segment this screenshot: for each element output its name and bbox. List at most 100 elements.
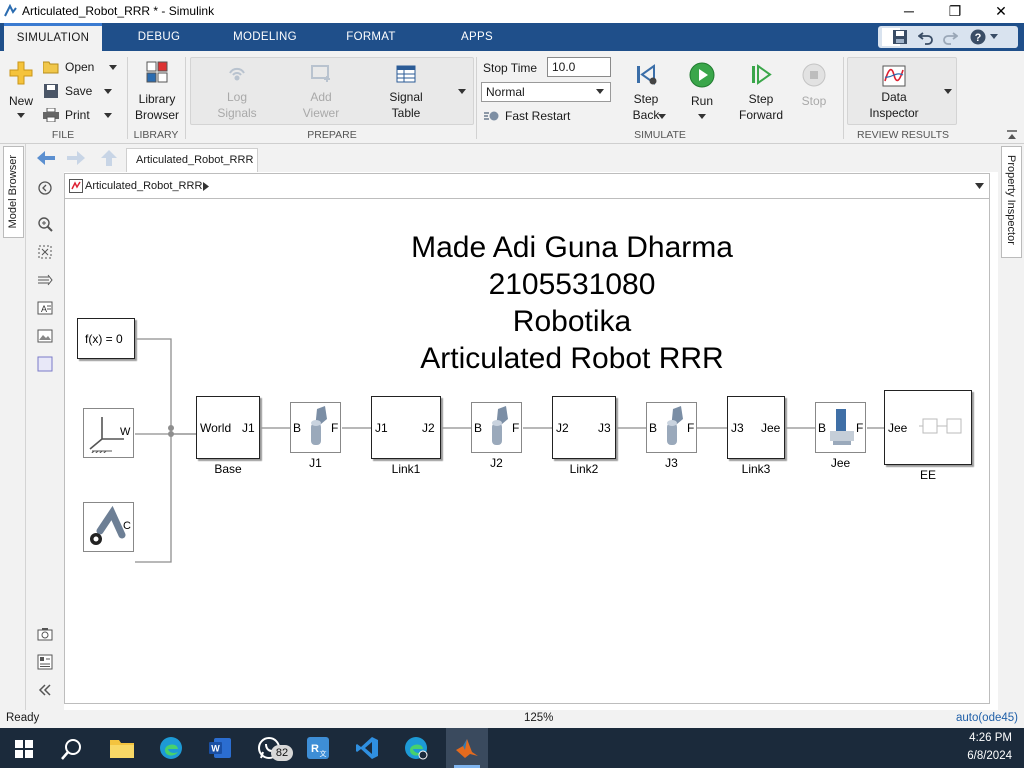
fit-to-view-icon[interactable] xyxy=(37,244,53,260)
forward-arrow-icon[interactable] xyxy=(66,150,86,166)
minimize-icon: ─ xyxy=(904,3,914,19)
table-icon xyxy=(396,65,416,83)
breadcrumb[interactable]: Articulated_Robot_RRR xyxy=(85,180,203,192)
fast-restart-toggle[interactable]: Fast Restart xyxy=(482,108,592,124)
simulink-app-icon xyxy=(4,4,17,17)
revolute-joint-block-j1[interactable]: B F xyxy=(290,402,341,453)
weld-joint-icon xyxy=(830,409,854,445)
stop-button[interactable]: Stop xyxy=(796,61,832,111)
save-button[interactable]: Save xyxy=(42,83,122,101)
revolute-joint-block-j3[interactable]: B F xyxy=(646,402,697,453)
collapse-ribbon-icon[interactable] xyxy=(1006,129,1018,141)
subsystem-block-link1[interactable]: J1 J2 xyxy=(371,396,441,459)
subsystem-block-link2[interactable]: J2 J3 xyxy=(552,396,616,459)
zoom-level: 125% xyxy=(524,712,554,724)
print-button[interactable]: Print xyxy=(42,107,122,125)
model-browser-tab[interactable]: Model Browser xyxy=(3,146,24,238)
annotation-icon[interactable]: A xyxy=(37,300,53,316)
screenshot-icon[interactable] xyxy=(37,626,53,642)
step-forward-button[interactable]: Step Forward xyxy=(736,61,786,127)
log-signals-button[interactable]: Log Signals xyxy=(214,61,260,123)
collapse-palette-icon[interactable] xyxy=(37,682,53,698)
open-button[interactable]: Open xyxy=(42,59,122,77)
model-annotation[interactable]: Made Adi Guna Dharma 2105531080 Robotika… xyxy=(60,229,1024,377)
ribbon-tab-bar: SIMULATION DEBUG MODELING FORMAT APPS ? xyxy=(0,23,1024,51)
file-explorer-icon[interactable] xyxy=(110,737,134,759)
subsystem-block-base[interactable]: World J1 xyxy=(196,396,260,459)
undo-icon[interactable] xyxy=(918,29,934,45)
vscode-icon[interactable] xyxy=(355,736,379,760)
image-icon[interactable] xyxy=(37,328,53,344)
hide-show-browser-icon[interactable] xyxy=(37,180,53,196)
step-back-button[interactable]: Step Back xyxy=(622,61,670,127)
solver-configuration-block[interactable]: f(x) = 0 xyxy=(77,318,135,359)
new-button[interactable]: New xyxy=(6,59,36,119)
annotation-line: Robotika xyxy=(512,305,632,338)
area-icon[interactable] xyxy=(37,356,53,372)
solver-link[interactable]: auto(ode45) xyxy=(955,712,1018,724)
save-icon[interactable] xyxy=(892,29,908,45)
signal-table-button[interactable]: Signal Table xyxy=(380,61,432,123)
add-viewer-button[interactable]: Add Viewer xyxy=(298,61,344,123)
model-icon xyxy=(69,179,83,193)
document-tab[interactable]: Articulated_Robot_RRR xyxy=(126,148,258,172)
simulation-mode-select[interactable]: Normal xyxy=(481,82,611,102)
help-icon[interactable]: ? xyxy=(970,29,986,45)
stop-time-input[interactable]: 10.0 xyxy=(547,57,611,77)
breadcrumb-chevron-icon[interactable] xyxy=(203,182,209,191)
tab-apps[interactable]: APPS xyxy=(461,31,493,43)
world-frame-block[interactable]: W xyxy=(83,408,134,458)
redo-icon[interactable] xyxy=(942,29,958,45)
restore-button[interactable]: ❐ xyxy=(932,0,978,23)
port-label: B xyxy=(818,421,827,435)
revolute-joint-icon xyxy=(492,406,508,445)
taskbar-active-app[interactable] xyxy=(446,728,488,768)
close-button[interactable]: ✕ xyxy=(978,0,1024,23)
breadcrumb-dropdown-icon[interactable] xyxy=(975,183,984,189)
breadcrumb-bar: Articulated_Robot_RRR xyxy=(64,173,990,199)
prepare-group-label: PREPARE xyxy=(307,129,357,141)
open-dropdown-icon xyxy=(109,65,117,70)
run-label: Run xyxy=(690,94,713,108)
review-gallery-expand-icon[interactable] xyxy=(944,89,952,95)
mechanism-configuration-block[interactable]: C xyxy=(83,502,134,552)
minimize-button[interactable]: ─ xyxy=(886,0,932,23)
run-button[interactable]: Run xyxy=(682,61,722,127)
property-inspector-tab[interactable]: Property Inspector xyxy=(1001,146,1022,258)
library-browser-button[interactable]: Library Browser xyxy=(132,61,182,125)
disk-icon xyxy=(44,84,58,98)
step-back-label: Step Back xyxy=(632,92,660,122)
subsystem-block-ee[interactable]: Jee xyxy=(884,390,972,465)
help-dropdown-icon[interactable] xyxy=(990,34,998,40)
word-icon[interactable]: W xyxy=(208,736,232,760)
data-inspector-button[interactable]: Data Inspector xyxy=(864,63,924,123)
signal-lines xyxy=(135,338,884,563)
edge-dev-icon[interactable] xyxy=(404,736,428,760)
arrow-route-icon[interactable] xyxy=(37,272,53,288)
back-arrow-icon[interactable] xyxy=(36,150,56,166)
revolute-joint-block-j2[interactable]: B F xyxy=(471,402,522,453)
tab-format[interactable]: FORMAT xyxy=(346,31,396,43)
model-data-icon[interactable] xyxy=(37,654,53,670)
subsystem-block-link3[interactable]: J3 Jee xyxy=(727,396,785,459)
search-icon[interactable] xyxy=(61,738,83,760)
library-grid-icon xyxy=(146,61,168,83)
weld-joint-block-jee[interactable]: B F xyxy=(815,402,866,453)
quick-access-toolbar: ? xyxy=(878,26,1018,48)
zoom-icon[interactable] xyxy=(37,216,53,232)
tab-debug[interactable]: DEBUG xyxy=(137,31,181,43)
windows-start-icon[interactable] xyxy=(15,740,33,758)
print-label: Print xyxy=(65,108,90,122)
prepare-gallery-expand-icon[interactable] xyxy=(458,89,466,95)
status-bar: Ready 125% auto(ode45) xyxy=(0,710,1024,728)
up-arrow-icon[interactable] xyxy=(100,149,118,167)
save-label: Save xyxy=(65,84,93,98)
data-inspector-icon xyxy=(882,65,906,87)
tab-simulation[interactable]: SIMULATION xyxy=(4,23,102,51)
library-browser-label: Library Browser xyxy=(134,92,179,122)
tab-modeling[interactable]: MODELING xyxy=(233,31,297,43)
stop-icon xyxy=(802,63,826,87)
edge-icon[interactable] xyxy=(159,736,183,760)
